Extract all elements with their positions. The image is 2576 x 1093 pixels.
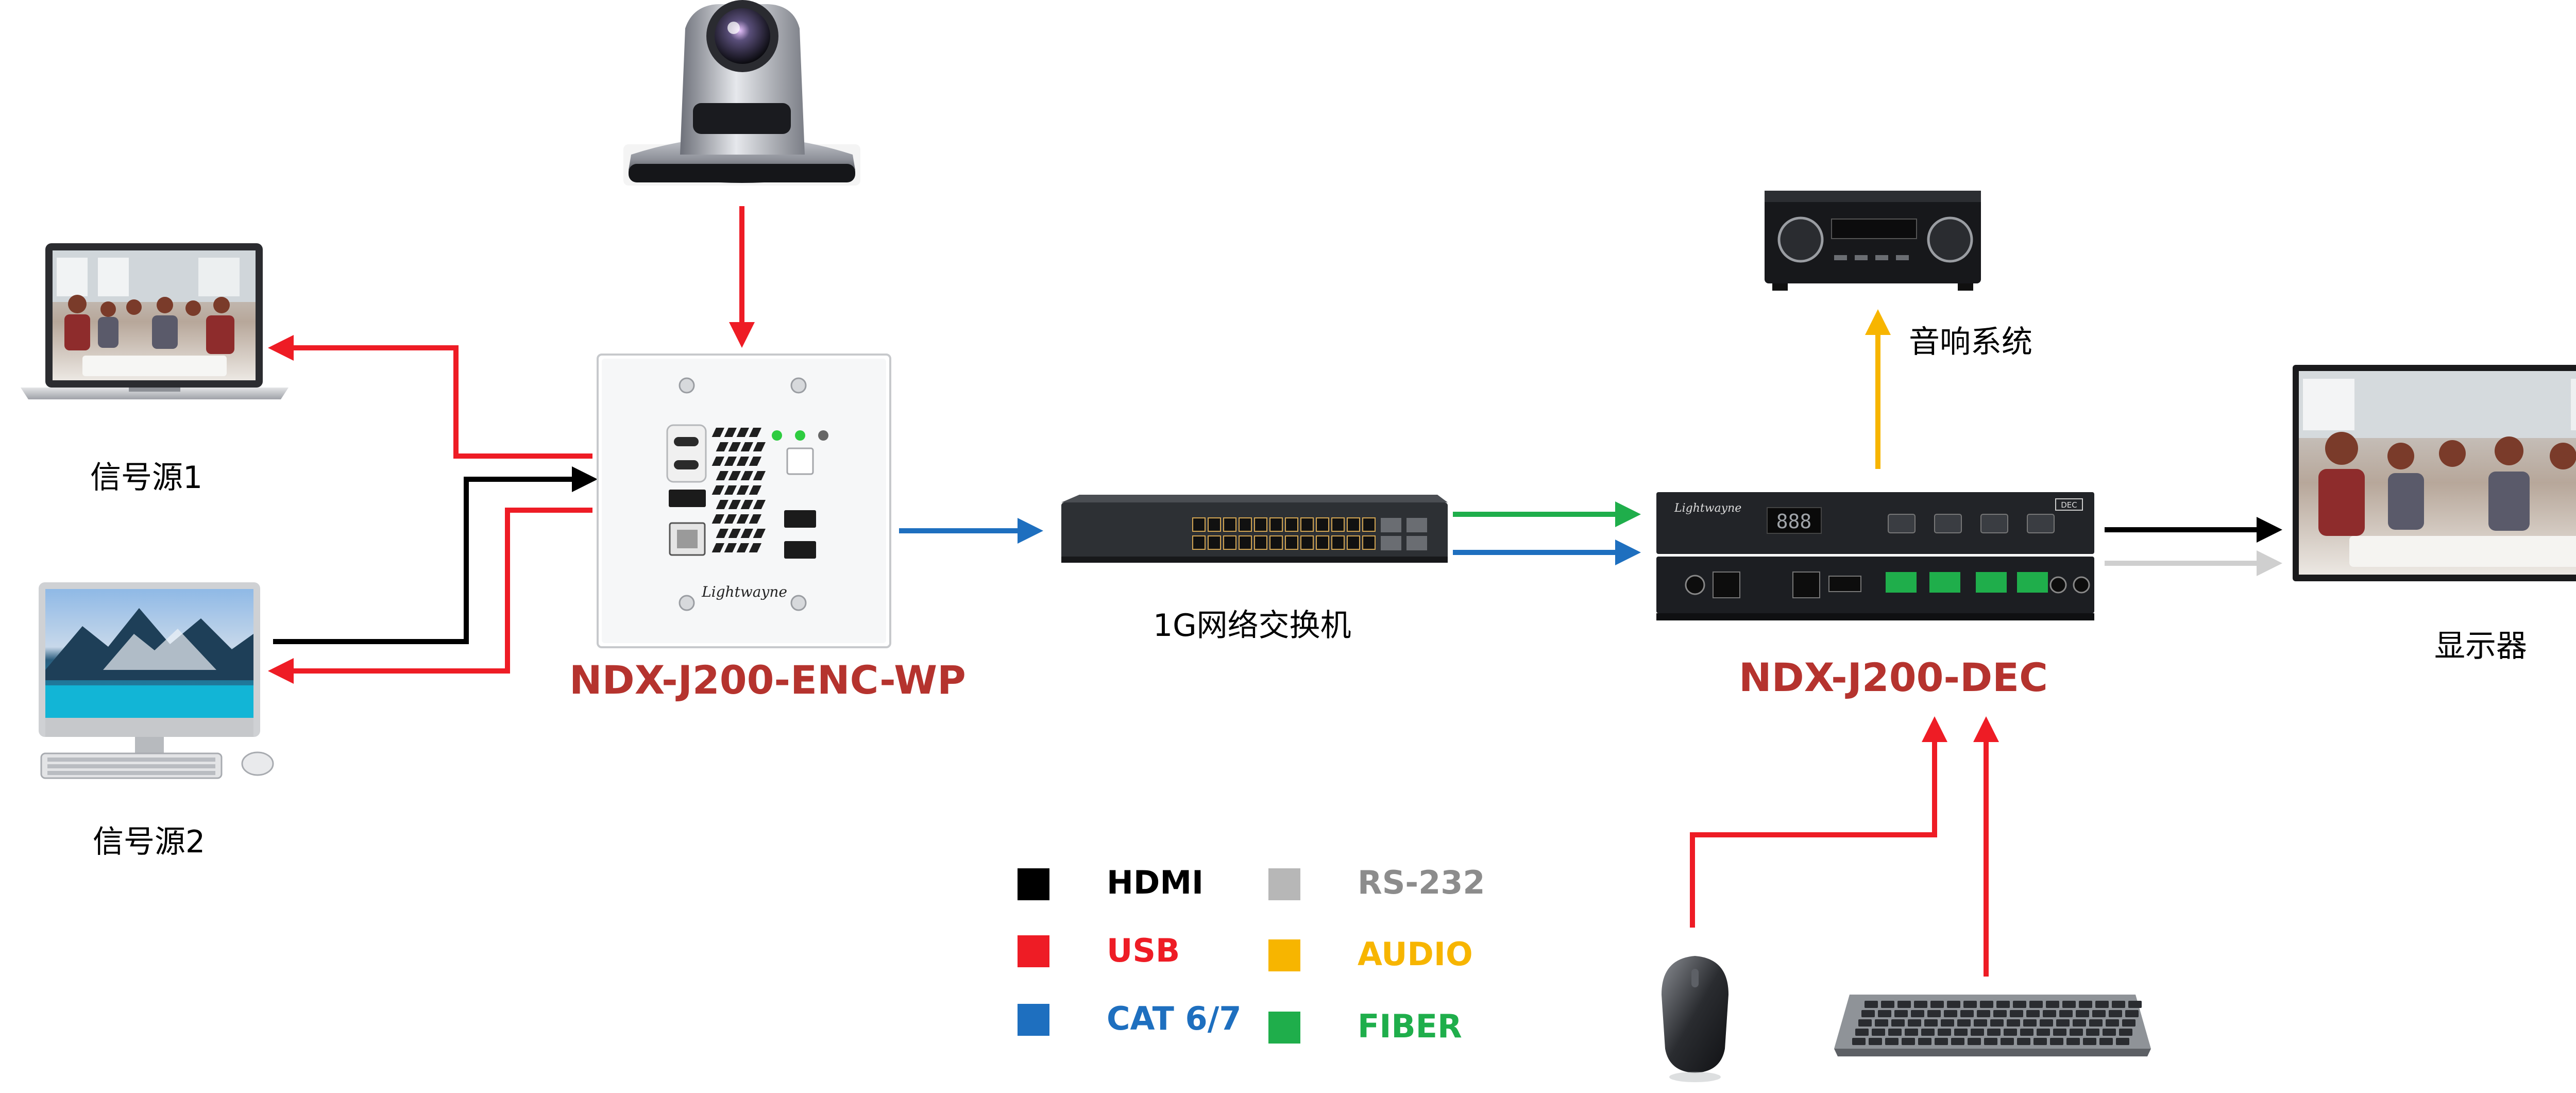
encoder-to-laptop-usb	[268, 335, 592, 459]
laptop-icon	[21, 243, 289, 399]
display-monitor-icon	[2293, 365, 2576, 581]
decoder-icon: Lightwayne 888 DEC	[1656, 492, 2094, 620]
legend-swatch-cat	[1018, 1004, 1049, 1036]
legend-swatch-fiber	[1268, 1012, 1300, 1044]
ptz-camera-icon	[623, 0, 860, 186]
switch-label: 1G网络交换机	[1153, 608, 1351, 644]
network-switch-icon	[1061, 495, 1448, 563]
desktop-to-encoder-hdmi	[273, 466, 598, 644]
legend-label-hdmi: HDMI	[1107, 864, 1204, 901]
display-label: 显示器	[2434, 628, 2527, 664]
decoder-tag-text: DEC	[2061, 500, 2077, 510]
source2-label: 信号源2	[93, 824, 206, 860]
legend-swatch-rs232	[1268, 868, 1300, 900]
decoder-display-text: 888	[1776, 510, 1812, 533]
encoder-wallplate-icon: Lightwayne	[597, 354, 891, 648]
legend-swatch-usb	[1018, 935, 1049, 967]
mouse-icon	[1662, 956, 1728, 1082]
audio-system-label: 音响系统	[1909, 324, 2032, 360]
legend-swatch-hdmi	[1018, 868, 1049, 900]
mouse-to-decoder-usb	[1690, 716, 1947, 928]
encoder-to-desktop-usb	[268, 508, 592, 684]
decoder-brand-text: Lightwayne	[1674, 502, 1741, 515]
audio-receiver-icon	[1765, 191, 1981, 291]
legend-label-fiber: FIBER	[1358, 1007, 1462, 1045]
legend-swatch-audio	[1268, 939, 1300, 971]
encoder-brand-text: Lightwayne	[701, 583, 787, 600]
legend-label-audio: AUDIO	[1358, 935, 1473, 973]
decoder-model-label: NDX-J200-DEC	[1739, 654, 2048, 700]
encoder-model-label: NDX-J200-ENC-WP	[569, 657, 966, 703]
legend-label-usb: USB	[1107, 932, 1180, 969]
source1-label: 信号源1	[90, 460, 203, 496]
legend-label-rs232: RS-232	[1358, 864, 1485, 901]
desktop-computer-icon	[39, 582, 274, 779]
keyboard-icon	[1834, 995, 2151, 1056]
legend-label-cat: CAT 6/7	[1107, 1000, 1242, 1037]
